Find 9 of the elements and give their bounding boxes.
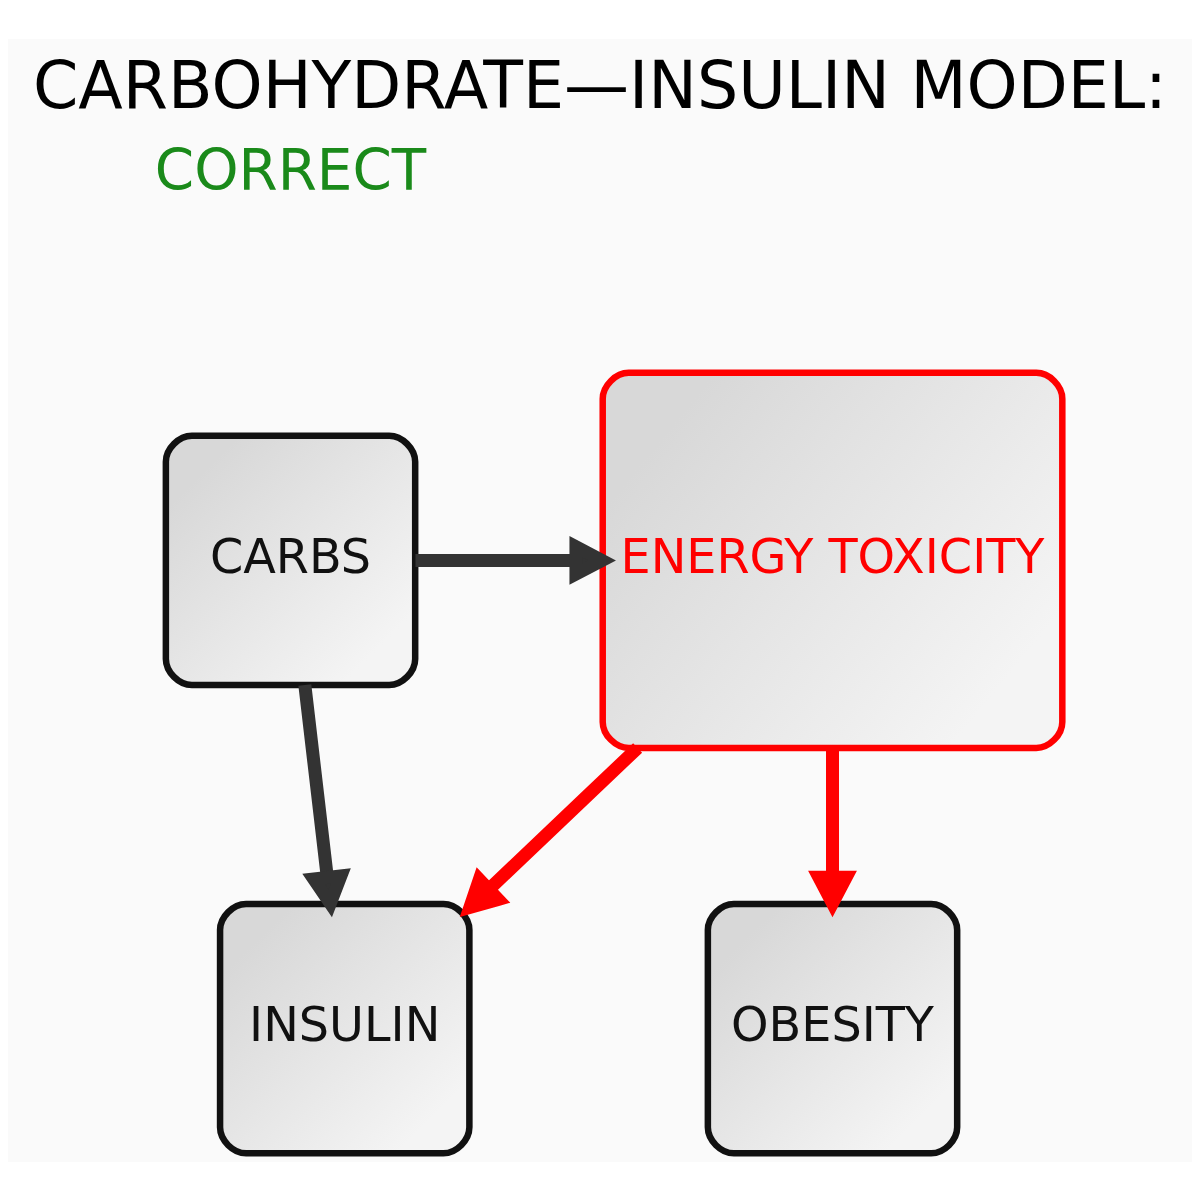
diagram-title: CARBOHYDRATE—INSULIN MODEL: bbox=[32, 47, 1168, 123]
label: CORRECT bbox=[154, 137, 427, 203]
arrow bbox=[298, 683, 351, 917]
arrow bbox=[459, 742, 643, 917]
node-box: ENERGY TOXICITY bbox=[599, 369, 1066, 751]
node-box: OBESITY bbox=[704, 900, 961, 1157]
arrow bbox=[415, 535, 616, 585]
node-box: INSULIN bbox=[216, 900, 473, 1157]
node-box: CARBS bbox=[162, 432, 419, 688]
